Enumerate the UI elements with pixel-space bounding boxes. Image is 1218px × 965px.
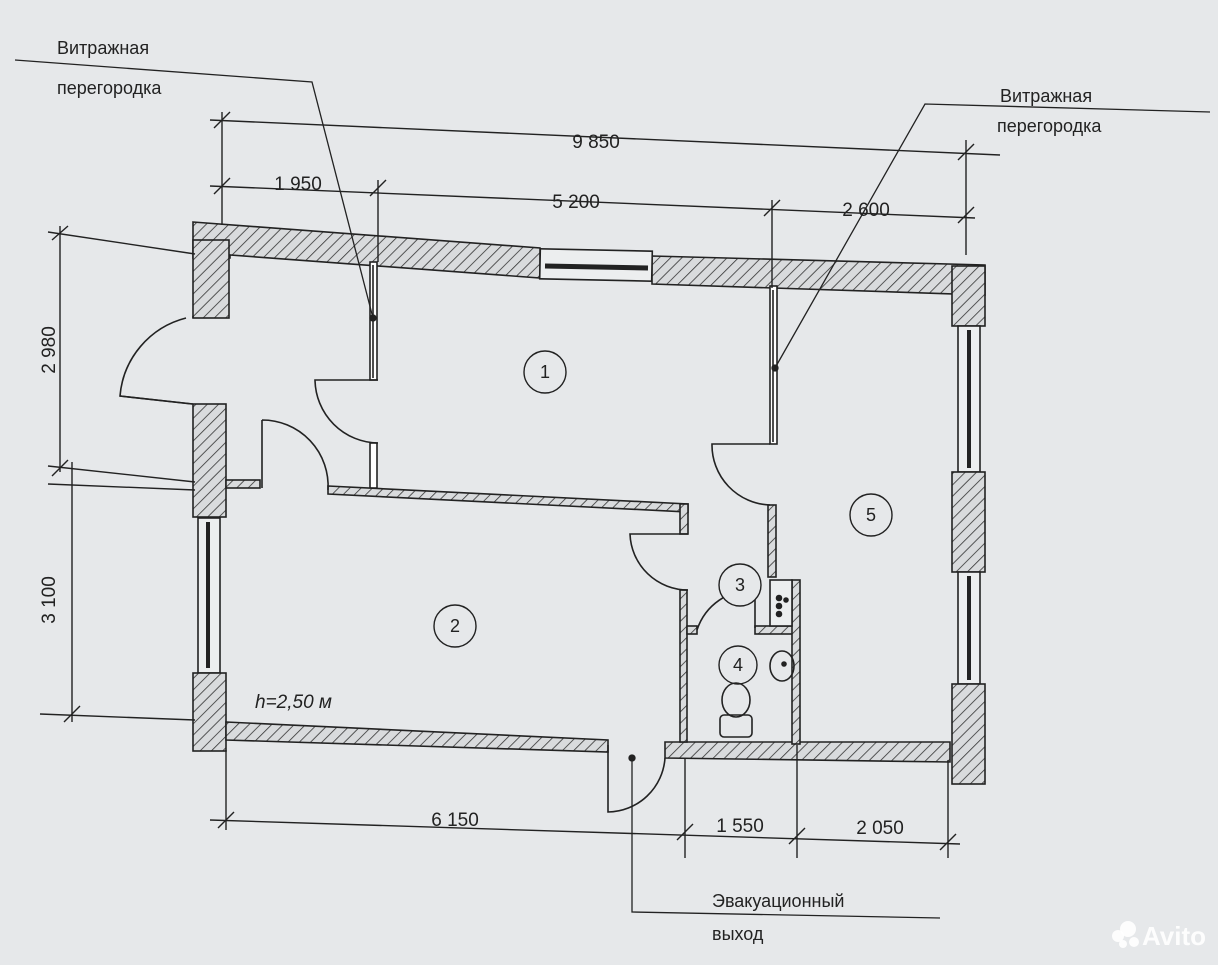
doors [119,316,771,813]
avito-logo-icon [1112,921,1139,948]
dim-total-top: 9 850 [572,132,620,153]
room-5-number: 5 [866,505,876,525]
left-wall-top [192,239,230,319]
door-room2 [261,419,329,491]
callout-left-line1: Витражная [57,38,149,58]
top-wall-right [651,255,986,296]
callout-left-line2: перегородка [57,78,162,98]
right-wall-mid [951,471,986,573]
toilet-bowl-icon [721,682,751,718]
wc-fixtures [719,650,795,738]
dim-top-3: 2 600 [842,200,890,221]
avito-watermark: Avito [1112,921,1206,951]
bottom-wall-right [664,741,951,763]
door-room5 [711,443,771,506]
room-1-number: 1 [540,362,550,382]
door-room1 [314,379,379,444]
dim-bottom-1: 6 150 [431,810,479,831]
inner-partitions [225,261,801,745]
sink-icon [769,650,795,682]
room-4-number: 4 [733,655,743,675]
left-wall-mid [192,403,227,518]
bottom-wall-left [225,721,609,753]
callout-leaders [14,59,1211,919]
door-corridor [629,533,689,591]
ceiling-height: h=2,50 м [255,692,332,713]
toilet-tank-icon [719,714,753,738]
room-labels: 1 2 3 4 5 [433,350,893,685]
dim-left-1: 2 980 [39,326,60,374]
dim-left-2: 3 100 [39,576,60,624]
callout-exit-line1: Эвакуационный [712,891,844,911]
callout-right-line2: перегородка [997,116,1102,136]
room-3-number: 3 [735,575,745,595]
stove [769,579,793,627]
corridor-partition [327,485,689,513]
room-2-number: 2 [450,616,460,636]
dim-bottom-2: 1 550 [716,816,764,837]
callout-right-line1: Витражная [1000,86,1092,106]
right-wall-top [951,265,986,327]
dim-bottom-3: 2 050 [856,818,904,839]
callout-exit-line2: выход [712,924,764,944]
dim-top-2: 5 200 [552,192,600,213]
left-wall-bottom [192,672,227,752]
evacuation-door [607,745,666,813]
dim-top-1: 1 950 [274,174,322,195]
right-wall-bottom [951,683,986,785]
watermark-text: Avito [1142,921,1206,951]
outer-walls [192,221,986,785]
top-window [538,248,654,282]
top-wall-left [192,221,541,279]
entrance-door [119,316,194,405]
dimension-lines [39,111,1001,858]
